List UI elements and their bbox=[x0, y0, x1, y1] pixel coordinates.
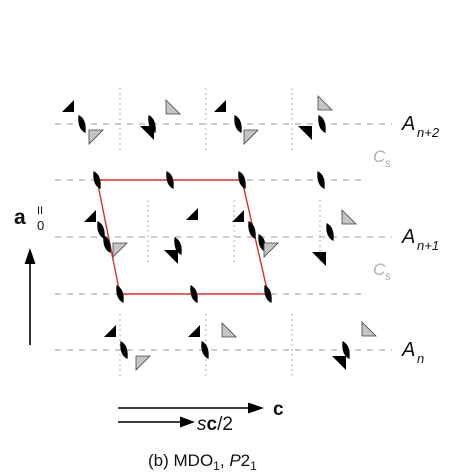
svg-text:C: C bbox=[373, 147, 386, 166]
svg-text:C: C bbox=[373, 260, 386, 279]
axis-a-label: a bbox=[14, 206, 26, 229]
layer-label-middle: A n+1 bbox=[401, 226, 439, 253]
vector-c-label: c bbox=[273, 399, 284, 420]
svg-text:A: A bbox=[401, 226, 415, 248]
unit-cell bbox=[96, 179, 269, 295]
layer-label-bottom: A n bbox=[401, 339, 424, 366]
svg-text:n+2: n+2 bbox=[417, 125, 440, 140]
layer-label-top: A n+2 bbox=[401, 113, 440, 140]
axis-a-arrow bbox=[24, 248, 36, 345]
svg-text:A: A bbox=[401, 339, 415, 361]
layer-middle-motifs bbox=[84, 208, 357, 266]
vector-sc-half-arrow bbox=[118, 416, 195, 428]
svg-text:s: s bbox=[385, 156, 391, 170]
axis-a-subscript: 0 bbox=[37, 218, 44, 233]
axis-a-superscript: II bbox=[37, 205, 43, 217]
interlayer-label-upper: C s bbox=[373, 147, 391, 170]
svg-text:n+1: n+1 bbox=[417, 238, 439, 253]
interlayer-label-lower: C s bbox=[373, 260, 391, 283]
svg-text:A: A bbox=[401, 113, 415, 135]
svg-text:s: s bbox=[385, 269, 391, 283]
vertical-grid-lines bbox=[119, 88, 321, 376]
vector-c-arrow bbox=[118, 402, 264, 414]
vector-sc-half-label: sc/2 bbox=[197, 414, 233, 435]
layer-bottom-motifs bbox=[104, 321, 377, 371]
svg-text:n: n bbox=[417, 351, 424, 366]
caption: (b) MDO1, P21 bbox=[148, 451, 257, 473]
